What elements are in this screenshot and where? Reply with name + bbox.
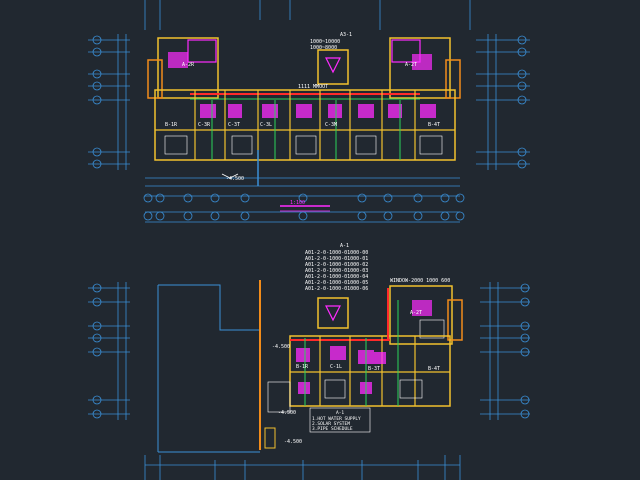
- room-tag: C-3L: [260, 122, 272, 128]
- lower-title-line: A01-2-0-1000-01000-02: [305, 262, 368, 268]
- legend-line: 3.PIPE SCHEDULE: [312, 426, 353, 432]
- lower-legend: A-1 1.HOT WATER SUPPLY 2.SOLAR SYSTEM 3.…: [312, 410, 361, 432]
- room-tag: B-3T: [368, 366, 380, 372]
- lower-title-line: A01-2-0-1000-01000-01: [305, 256, 368, 262]
- lower-title-line: A-1: [340, 243, 349, 249]
- room-tag: C-3T: [228, 122, 240, 128]
- legend-line: 1.HOT WATER SUPPLY: [312, 416, 361, 422]
- level-mark: -4.500: [278, 410, 296, 416]
- upper-room-tags: A-2R A-2T C-3R C-3T C-3L C-3M B-1R B-4T: [165, 62, 440, 128]
- lower-level-marks: -4.500 -4.500 -4.500: [272, 344, 302, 445]
- room-tag: B-1R: [296, 364, 309, 370]
- room-tag: A-2T: [410, 310, 422, 316]
- upper-plan-building: [147, 37, 461, 212]
- upper-title-line-1: A3-1: [340, 32, 352, 38]
- lower-side-note: WINDOW-2000 1000 600: [390, 278, 450, 284]
- lower-top-axis-bubbles: [143, 211, 465, 221]
- upper-title-line-3: 1000~8000: [310, 45, 337, 51]
- lower-title-line: A01-2-0-1000-01000-04: [305, 274, 368, 280]
- level-mark: -4.500: [272, 344, 290, 350]
- upper-bottom-axis-bubbles: [143, 193, 465, 203]
- room-tag: C-1L: [330, 364, 342, 370]
- room-tag: A-2T: [405, 62, 417, 68]
- room-tag: B-4T: [428, 366, 440, 372]
- upper-left-axis-bubbles: [92, 35, 102, 169]
- lower-plan-axis-grid: [88, 211, 530, 480]
- room-tag: B-1R: [165, 122, 178, 128]
- lower-title-line: A01-2-0-1000-01000-00: [305, 250, 368, 256]
- level-mark: -4.500: [284, 439, 302, 445]
- legend-title: A-1: [336, 410, 344, 416]
- upper-plan-axis-grid: [88, 0, 530, 197]
- lower-plan-building: [157, 280, 463, 453]
- upper-title-line-2: 1000~10000: [310, 39, 340, 45]
- lower-title-line: A01-2-0-1000-01000-06: [305, 286, 368, 292]
- room-tag: C-3R: [198, 122, 211, 128]
- room-tag: B-4T: [428, 122, 440, 128]
- lower-plan-title-block: A-1 A01-2-0-1000-01000-00 A01-2-0-1000-0…: [305, 243, 368, 292]
- legend-line: 2.SOLAR SYSTEM: [312, 421, 350, 427]
- lower-right-axis-bubbles: [520, 283, 530, 419]
- lower-title-line: A01-2-0-1000-01000-05: [305, 280, 368, 286]
- lower-title-line: A01-2-0-1000-01000-03: [305, 268, 368, 274]
- upper-level-mark: -4.500: [226, 176, 244, 182]
- lower-room-tags: A-2T B-1R B-3T B-4T C-1L: [296, 310, 440, 372]
- upper-scale-caption: 1:100: [290, 200, 305, 206]
- room-tag: C-3M: [325, 122, 337, 128]
- lower-left-axis-bubbles: [92, 283, 102, 419]
- upper-corridor-label: 1111 MMOOT: [298, 84, 328, 90]
- room-tag: A-2R: [182, 62, 195, 68]
- upper-right-axis-bubbles: [517, 35, 527, 169]
- upper-plan-title-block: A3-1 1000~10000 1000~8000: [310, 32, 352, 51]
